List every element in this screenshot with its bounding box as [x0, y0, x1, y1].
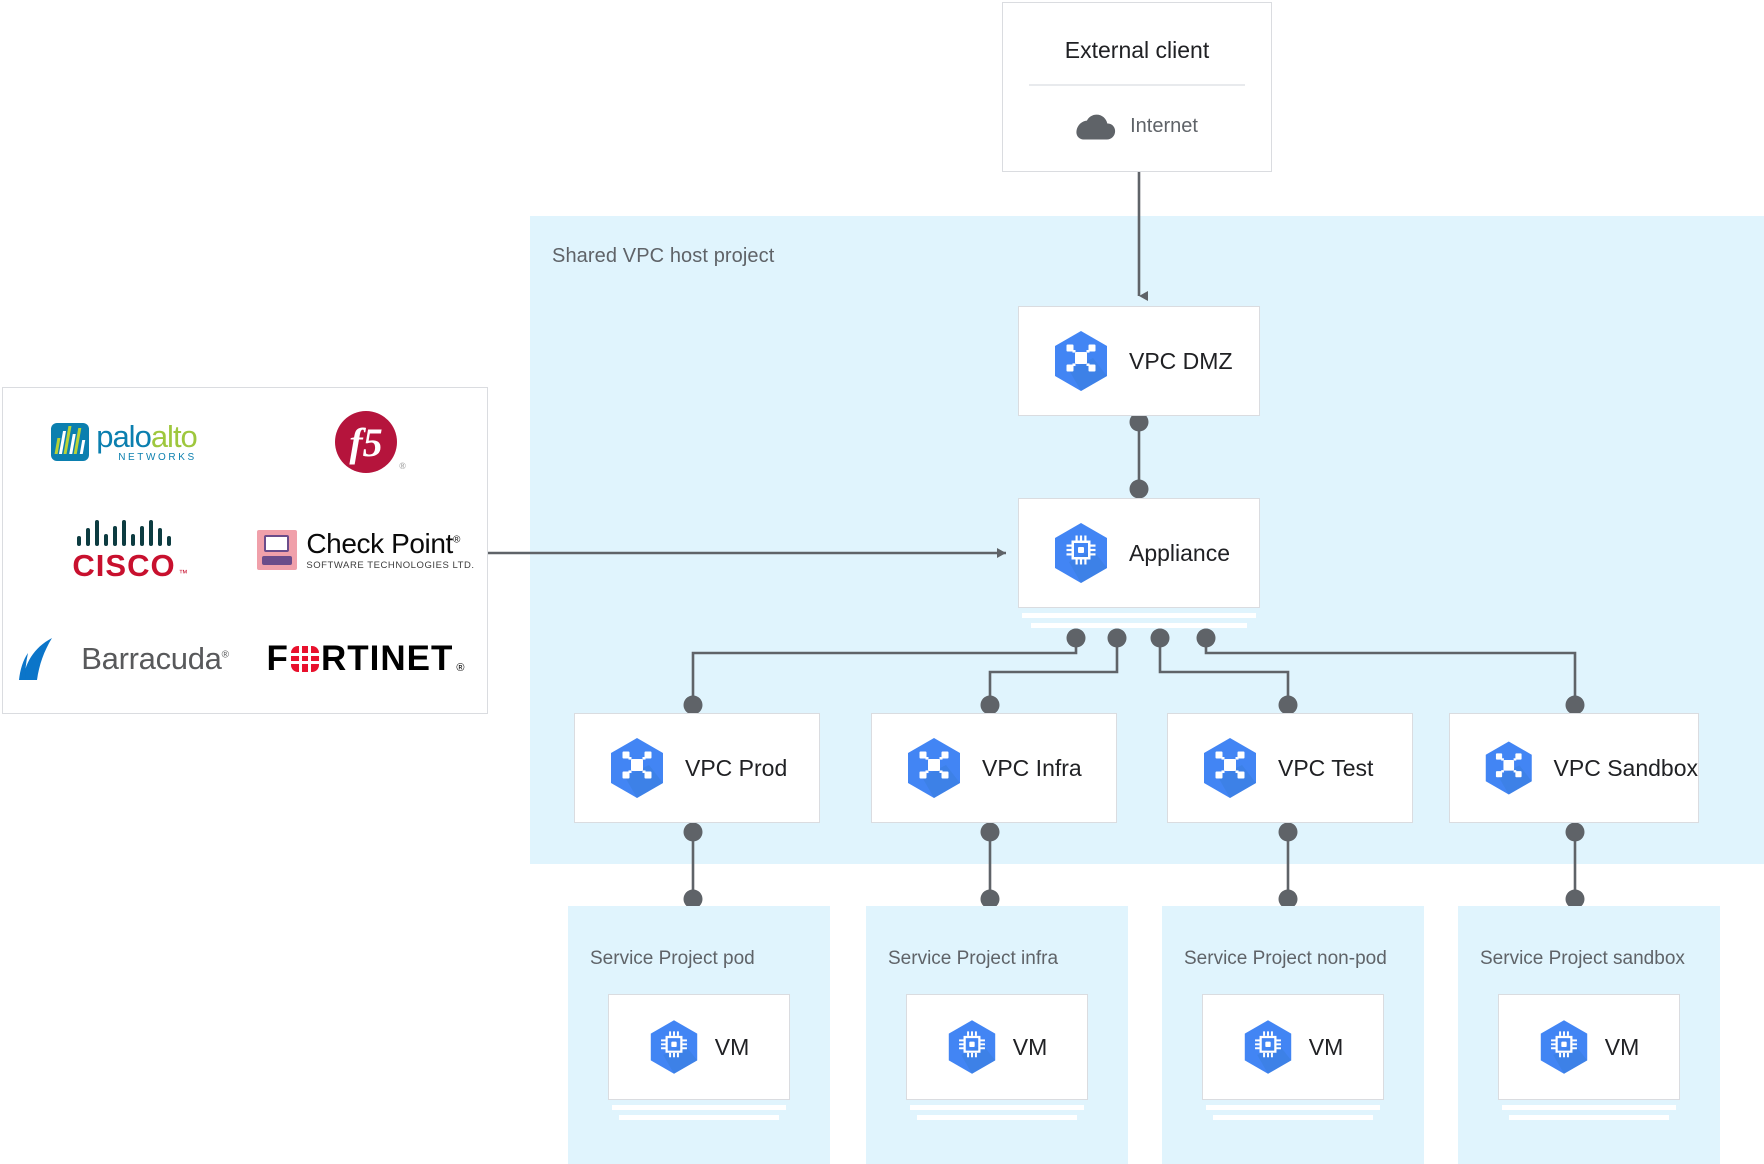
- vpc-network-icon: [908, 738, 960, 798]
- vendor-logo-f5: f5 ®: [245, 388, 487, 496]
- vm-card-non-pod[interactable]: VM: [1202, 994, 1384, 1100]
- service-project-infra-label: Service Project infra: [888, 948, 1059, 969]
- appliance-vendor-panel: paloalto NETWORKS f5 ®: [2, 387, 488, 714]
- node-vpc-sandbox[interactable]: VPC Sandbox: [1449, 713, 1699, 823]
- service-project-sandbox: Service Project sandbox VM: [1458, 906, 1720, 1164]
- vendor-logo-cisco: CISCO ™: [3, 496, 245, 604]
- vm-card-stack: [612, 1105, 786, 1125]
- vpc-network-icon: [1485, 741, 1532, 795]
- service-project-sandbox-label: Service Project sandbox: [1480, 948, 1685, 969]
- vm-label: VM: [1308, 1033, 1344, 1060]
- registered-mark: ®: [456, 662, 466, 675]
- palo-alto-mark-icon: [51, 423, 90, 462]
- registered-mark: ®: [221, 649, 229, 661]
- compute-vm-icon: [948, 1020, 995, 1074]
- vm-card-infra[interactable]: VM: [906, 994, 1088, 1100]
- node-vpc-infra-label: VPC Infra: [982, 754, 1082, 781]
- node-vpc-prod[interactable]: VPC Prod: [574, 713, 820, 823]
- vendor-logo-barracuda: Barracuda®: [3, 605, 245, 713]
- vendor-word-secondary: alto: [150, 419, 198, 455]
- vpc-network-icon: [1055, 331, 1107, 391]
- external-client-title: External client: [1064, 37, 1210, 63]
- trademark-mark: ™: [178, 567, 188, 578]
- barracuda-fin-icon: [19, 637, 53, 680]
- vendor-word: Check Point: [306, 528, 453, 560]
- vendor-word-primary: palo: [96, 419, 152, 455]
- cisco-bars-icon: [72, 519, 175, 546]
- node-vpc-dmz-label: VPC DMZ: [1129, 347, 1233, 374]
- node-vpc-test-label: VPC Test: [1278, 754, 1374, 781]
- vm-label: VM: [714, 1033, 750, 1060]
- service-project-non-pod-label: Service Project non-pod: [1184, 948, 1387, 969]
- vm-label: VM: [1012, 1033, 1048, 1060]
- internet-label: Internet: [1130, 115, 1198, 137]
- node-appliance[interactable]: Appliance: [1018, 498, 1260, 608]
- vm-card-sandbox[interactable]: VM: [1498, 994, 1680, 1100]
- vm-card-stack: [1502, 1105, 1676, 1125]
- vm-label: VM: [1604, 1033, 1640, 1060]
- shared-vpc-host-panel-label: Shared VPC host project: [552, 245, 775, 267]
- vendor-logo-check-point: Check Point® SOFTWARE TECHNOLOGIES LTD.: [245, 496, 487, 604]
- compute-vm-icon: [1244, 1020, 1291, 1074]
- vm-card-stack: [910, 1105, 1084, 1125]
- cloud-icon: [1076, 114, 1116, 140]
- registered-mark: ®: [399, 461, 406, 472]
- fortinet-grid-icon: [290, 645, 319, 672]
- cpu-chip-icon: [1055, 523, 1107, 583]
- vendor-word-right: RTINET: [320, 639, 454, 679]
- vpc-network-icon: [611, 738, 663, 798]
- service-project-pod: Service Project pod VM: [568, 906, 830, 1164]
- vendor-subtitle: NETWORKS: [118, 452, 197, 464]
- service-project-pod-label: Service Project pod: [590, 948, 755, 969]
- vendor-logo-fortinet: F RTINET ®: [245, 605, 487, 713]
- node-appliance-label: Appliance: [1129, 539, 1231, 566]
- service-project-infra: Service Project infra VM: [866, 906, 1128, 1164]
- divider: [1029, 84, 1245, 86]
- check-point-mark-icon: [257, 530, 298, 571]
- vpc-network-icon: [1204, 738, 1256, 798]
- internet-row: Internet: [1003, 113, 1271, 140]
- node-vpc-test[interactable]: VPC Test: [1167, 713, 1413, 823]
- service-project-non-pod: Service Project non-pod VM: [1162, 906, 1424, 1164]
- registered-mark: ®: [452, 534, 460, 546]
- compute-vm-icon: [1540, 1020, 1587, 1074]
- vendor-word-left: F: [266, 639, 289, 679]
- node-vpc-sandbox-label: VPC Sandbox: [1553, 754, 1698, 781]
- f5-mark-icon: f5 ®: [335, 411, 406, 474]
- vendor-word: f5: [349, 419, 383, 465]
- vm-card-pod[interactable]: VM: [608, 994, 790, 1100]
- external-client-card: External client Internet: [1002, 2, 1272, 172]
- node-vpc-infra[interactable]: VPC Infra: [871, 713, 1117, 823]
- vendor-word: CISCO: [72, 547, 176, 583]
- node-vpc-dmz[interactable]: VPC DMZ: [1018, 306, 1260, 416]
- node-vpc-prod-label: VPC Prod: [685, 754, 788, 781]
- vendor-subtitle: SOFTWARE TECHNOLOGIES LTD.: [306, 560, 475, 572]
- vendor-word: Barracuda: [81, 640, 222, 676]
- vm-card-stack: [1206, 1105, 1380, 1125]
- vendor-logo-palo-alto-networks: paloalto NETWORKS: [3, 388, 245, 496]
- compute-vm-icon: [650, 1020, 697, 1074]
